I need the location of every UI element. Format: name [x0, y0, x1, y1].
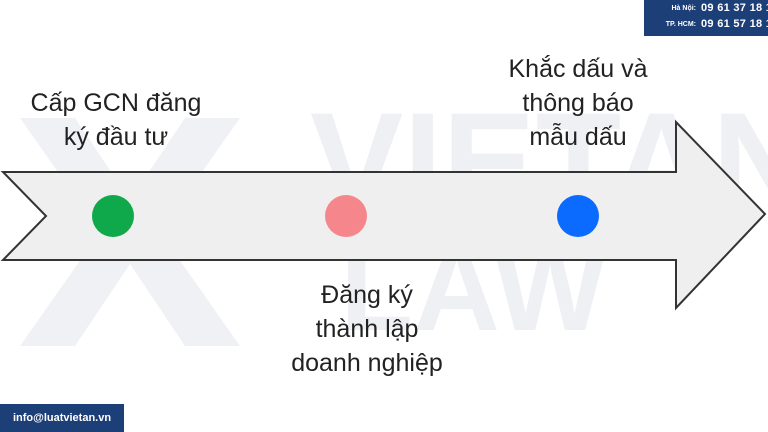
step-1-line-1: Cấp GCN đăng [30, 89, 202, 117]
hcm-phone[interactable]: 09 61 57 18 18 [701, 18, 768, 30]
hanoi-label: Hà Nội: [671, 5, 697, 12]
hcm-hotline-row: TP. HCM: 09 61 57 18 18 [644, 18, 768, 34]
step-1-line-2: ký đầu tư [63, 123, 169, 151]
step-3-line-1: Khắc dấu và [508, 55, 648, 83]
step-2-line-1: Đăng ký [321, 281, 413, 309]
hanoi-hotline-row: Hà Nội: 09 61 37 18 18 [644, 2, 768, 18]
step-dot-3 [557, 195, 599, 237]
step-label-seal-engraving: Khắc dấu và thông báo mẫu dấu [480, 52, 676, 154]
step-3-line-2: thông báo [522, 89, 634, 117]
step-2-line-2: thành lập [315, 315, 419, 343]
step-2-line-3: doanh nghiệp [291, 349, 443, 377]
step-label-investment-certificate: Cấp GCN đăng ký đầu tư [0, 86, 232, 154]
step-dot-2 [325, 195, 367, 237]
hcm-label: TP. HCM: [665, 21, 696, 28]
hotline-box: Hà Nội: 09 61 37 18 18 TP. HCM: 09 61 57… [644, 0, 768, 36]
timeline-arrow [0, 119, 767, 311]
hanoi-phone[interactable]: 09 61 37 18 18 [701, 2, 768, 14]
step-3-line-3: mẫu dấu [529, 123, 627, 151]
step-label-company-registration: Đăng ký thành lập doanh nghiệp [250, 278, 484, 380]
step-dot-1 [92, 195, 134, 237]
email-contact[interactable]: info@luatvietan.vn [0, 404, 124, 432]
